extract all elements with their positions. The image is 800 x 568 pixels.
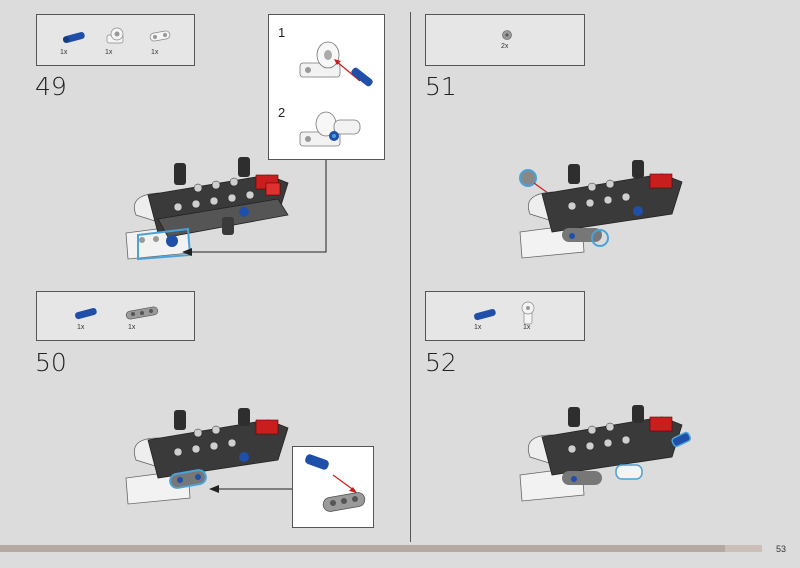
page-number: 53 xyxy=(775,544,786,554)
parts-box-step-51: 2x xyxy=(425,14,585,66)
substep-number: 2 xyxy=(278,105,286,120)
substep-number: 1 xyxy=(278,25,286,40)
part-qty: 1x xyxy=(60,49,68,56)
blue-axle-pin-icon xyxy=(75,307,97,320)
part-qty: 1x xyxy=(151,49,159,56)
model-illustration-step-52 xyxy=(519,405,692,502)
callout-step-50 xyxy=(292,446,374,528)
step-number-50: 50 xyxy=(35,348,67,377)
parts-box-step-52: 1x 1x xyxy=(425,291,585,341)
blue-axle-pin-icon xyxy=(63,31,85,44)
step-number-51: 51 xyxy=(425,72,457,101)
part-qty: 2x xyxy=(501,43,509,50)
white-angle-connector-icon xyxy=(106,27,124,44)
part-qty: 1x xyxy=(474,324,482,331)
callout-illustration-step-50 xyxy=(305,454,366,512)
substep-1-illustration xyxy=(299,41,373,87)
step-number-49: 49 xyxy=(35,72,67,101)
part-qty: 1x xyxy=(523,324,531,331)
column-divider xyxy=(410,12,411,542)
callout-step-49: 1 2 xyxy=(268,14,385,160)
white-axle-connector-icon xyxy=(521,301,535,325)
substep-2-illustration xyxy=(299,111,361,147)
blue-axle-pin-icon xyxy=(474,308,496,321)
part-qty: 1x xyxy=(128,324,136,331)
step-number-52: 52 xyxy=(425,348,457,377)
callout-arrow xyxy=(209,485,293,493)
progress-bar-fill xyxy=(0,545,726,552)
gray-beam-icon xyxy=(125,306,159,320)
callout-arrow xyxy=(182,160,327,256)
parts-box-step-49: 1x 1x 1x xyxy=(36,14,195,66)
part-qty: 1x xyxy=(77,324,85,331)
parts-box-step-50: 1x 1x xyxy=(36,291,195,341)
gray-bush-icon xyxy=(502,30,512,40)
part-qty: 1x xyxy=(105,49,113,56)
model-illustration-step-51 xyxy=(519,160,683,259)
model-illustration-step-49 xyxy=(125,157,289,261)
model-illustration-step-50 xyxy=(125,408,289,505)
white-beam-icon xyxy=(149,30,171,42)
